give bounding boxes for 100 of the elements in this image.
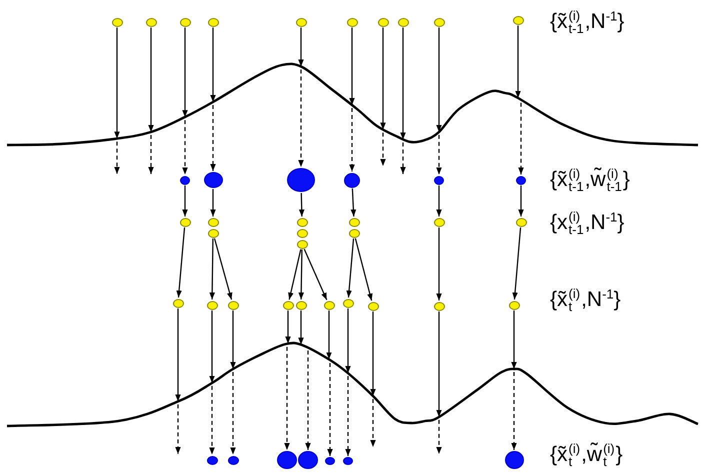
arrow bbox=[298, 28, 304, 67]
particle-dot bbox=[516, 218, 526, 226]
arrow bbox=[436, 28, 442, 132]
particle-dot bbox=[398, 18, 408, 26]
arrow bbox=[515, 26, 521, 98]
particle-dot bbox=[434, 302, 444, 310]
arrow bbox=[345, 308, 351, 374]
dashed-arrow bbox=[436, 134, 442, 174]
arrow bbox=[380, 28, 386, 130]
arrow bbox=[298, 310, 304, 345]
formula-label: {x̃$^{(i)}$$_{t}$,N$^{-1}$} bbox=[550, 286, 621, 314]
particle-dot bbox=[296, 228, 308, 238]
dashed-arrow bbox=[284, 346, 290, 450]
arrow bbox=[182, 28, 188, 118]
weighted-particle-dot bbox=[516, 176, 526, 184]
particle-dot bbox=[206, 300, 218, 310]
arrow bbox=[436, 312, 442, 417]
dashed-arrow bbox=[380, 132, 386, 166]
particle-dot bbox=[296, 18, 306, 26]
arrow bbox=[512, 227, 522, 300]
arrow bbox=[176, 227, 186, 298]
weighted-particle-dot bbox=[434, 176, 444, 184]
dashed-arrow bbox=[298, 70, 304, 167]
particle-dot bbox=[172, 298, 184, 308]
particle-dot bbox=[208, 228, 218, 238]
dashed-arrow bbox=[230, 372, 236, 454]
arrow bbox=[326, 310, 332, 360]
dashed-arrow bbox=[182, 120, 188, 174]
weighted-particle-dot bbox=[206, 456, 218, 464]
dashed-arrow bbox=[511, 372, 517, 450]
dashed-arrow bbox=[209, 386, 215, 454]
weighted-particle-dot bbox=[504, 451, 524, 469]
particle-dot bbox=[296, 240, 308, 248]
particle-dot bbox=[378, 18, 388, 26]
dashed-arrow bbox=[345, 376, 351, 456]
weighted-particle-dot bbox=[228, 456, 238, 464]
dashed-arrow bbox=[436, 420, 442, 454]
arrow bbox=[298, 249, 304, 300]
formula-label: {x̃$^{(i)}$$_{t-1}$,N$^{-1}$} bbox=[550, 8, 624, 36]
formula-label: {x$^{(i)}$$_{t-1}$,N$^{-1}$} bbox=[550, 210, 624, 236]
particle-dot bbox=[348, 218, 360, 226]
arrow bbox=[210, 189, 216, 216]
weighted-particle-dot bbox=[204, 172, 222, 188]
arrow bbox=[349, 28, 355, 106]
arrow bbox=[518, 186, 524, 216]
particle-dot bbox=[282, 300, 294, 310]
density-curve bbox=[6, 342, 698, 428]
arrow bbox=[400, 28, 406, 140]
arrow bbox=[370, 312, 376, 396]
arrow bbox=[209, 310, 215, 383]
weighted-particle-dot bbox=[287, 168, 315, 192]
particle-dot bbox=[346, 18, 358, 26]
arrow bbox=[182, 186, 188, 216]
arrow bbox=[298, 192, 304, 217]
dashed-arrow bbox=[370, 398, 376, 447]
dashed-arrow bbox=[349, 108, 355, 172]
arrow bbox=[288, 249, 302, 300]
dashed-arrow bbox=[175, 404, 181, 454]
particle-dot bbox=[434, 18, 444, 26]
particle-dot bbox=[208, 218, 218, 226]
particle-dot bbox=[180, 18, 190, 26]
particle-dot bbox=[324, 300, 334, 310]
arrow bbox=[304, 248, 328, 300]
particle-dot bbox=[368, 302, 378, 310]
particle-dot bbox=[296, 300, 306, 310]
weighted-particle-dot bbox=[298, 451, 318, 469]
arrow bbox=[350, 188, 356, 217]
arrow bbox=[175, 308, 181, 402]
arrow bbox=[148, 28, 154, 132]
particle-dot bbox=[228, 300, 238, 310]
arrow bbox=[511, 310, 517, 369]
particle-dot bbox=[342, 298, 354, 308]
arrow bbox=[209, 238, 215, 300]
dashed-arrow bbox=[114, 142, 120, 174]
weighted-particle-dot bbox=[344, 172, 360, 188]
dashed-arrow bbox=[400, 142, 406, 174]
arrow bbox=[354, 238, 373, 301]
particle-dot bbox=[208, 18, 218, 26]
formula-label: {x̃$^{(i)}$$_{t}$,w̃$^{(i)}$$_{t}$} bbox=[550, 442, 623, 468]
particle-dot bbox=[434, 218, 444, 226]
dashed-arrow bbox=[305, 350, 311, 450]
dashed-arrow bbox=[518, 102, 524, 174]
dashed-arrow bbox=[210, 104, 216, 171]
particle-dot bbox=[508, 300, 520, 310]
density-curve bbox=[6, 62, 698, 146]
arrow bbox=[285, 310, 291, 344]
particle-dot bbox=[512, 16, 524, 24]
particle-dot bbox=[348, 228, 360, 238]
weighted-particle-dot bbox=[180, 176, 190, 184]
weighted-particle-dot bbox=[343, 457, 353, 465]
arrow bbox=[230, 310, 236, 369]
arrow bbox=[436, 186, 442, 216]
arrow bbox=[346, 238, 354, 298]
weighted-particle-dot bbox=[277, 451, 297, 469]
particle-dot bbox=[146, 18, 156, 26]
dashed-arrow bbox=[148, 135, 154, 174]
particle-dot bbox=[296, 218, 308, 226]
weighted-particle-dot bbox=[325, 457, 335, 465]
formula-label: {x̃$^{(i)}$$_{t-1}$,w̃$^{(i)}$$_{t-1}$} bbox=[550, 166, 630, 194]
arrow bbox=[114, 28, 120, 139]
